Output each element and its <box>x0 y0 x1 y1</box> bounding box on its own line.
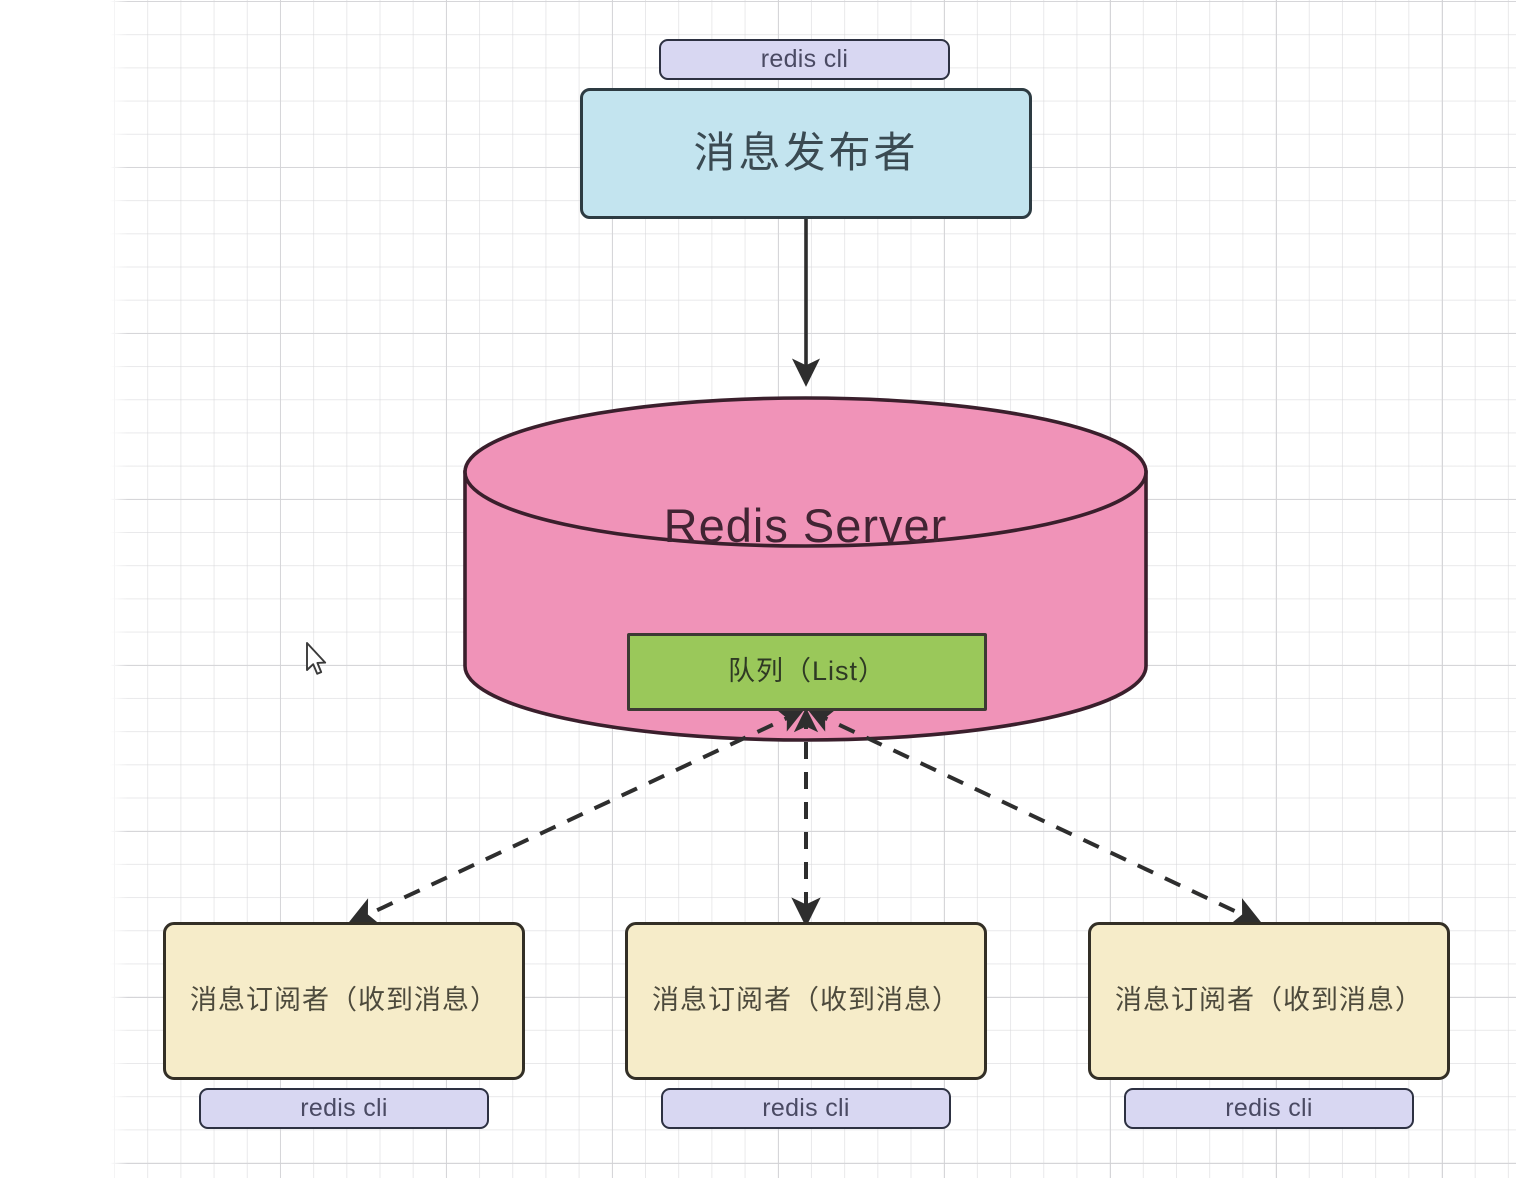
subscriber-node-1[interactable]: 消息订阅者（收到消息） <box>163 922 525 1080</box>
subscriber-cli-pill-2[interactable]: redis cli <box>661 1088 951 1129</box>
subscriber-cli-label-1: redis cli <box>300 1093 388 1122</box>
queue-list-label: 队列（List） <box>727 656 887 687</box>
subscriber-cli-label-2: redis cli <box>762 1093 850 1122</box>
subscriber-cli-label-3: redis cli <box>1225 1093 1313 1122</box>
subscriber-label-1: 消息订阅者（收到消息） <box>190 985 498 1016</box>
publisher-node[interactable]: 消息发布者 <box>580 88 1032 219</box>
queue-list-node[interactable]: 队列（List） <box>627 633 987 711</box>
subscriber-label-2: 消息订阅者（收到消息） <box>652 985 960 1016</box>
subscriber-cli-pill-1[interactable]: redis cli <box>199 1088 489 1129</box>
publisher-cli-pill[interactable]: redis cli <box>659 39 950 80</box>
publisher-label: 消息发布者 <box>693 129 919 177</box>
subscriber-cli-pill-3[interactable]: redis cli <box>1124 1088 1414 1129</box>
subscriber-label-3: 消息订阅者（收到消息） <box>1115 985 1423 1016</box>
subscriber-node-2[interactable]: 消息订阅者（收到消息） <box>625 922 987 1080</box>
arrow-queue-to-subscriber-1 <box>347 709 804 925</box>
arrow-queue-to-subscriber-3 <box>808 709 1263 925</box>
publisher-cli-label: redis cli <box>760 44 849 73</box>
subscriber-node-3[interactable]: 消息订阅者（收到消息） <box>1088 922 1450 1080</box>
